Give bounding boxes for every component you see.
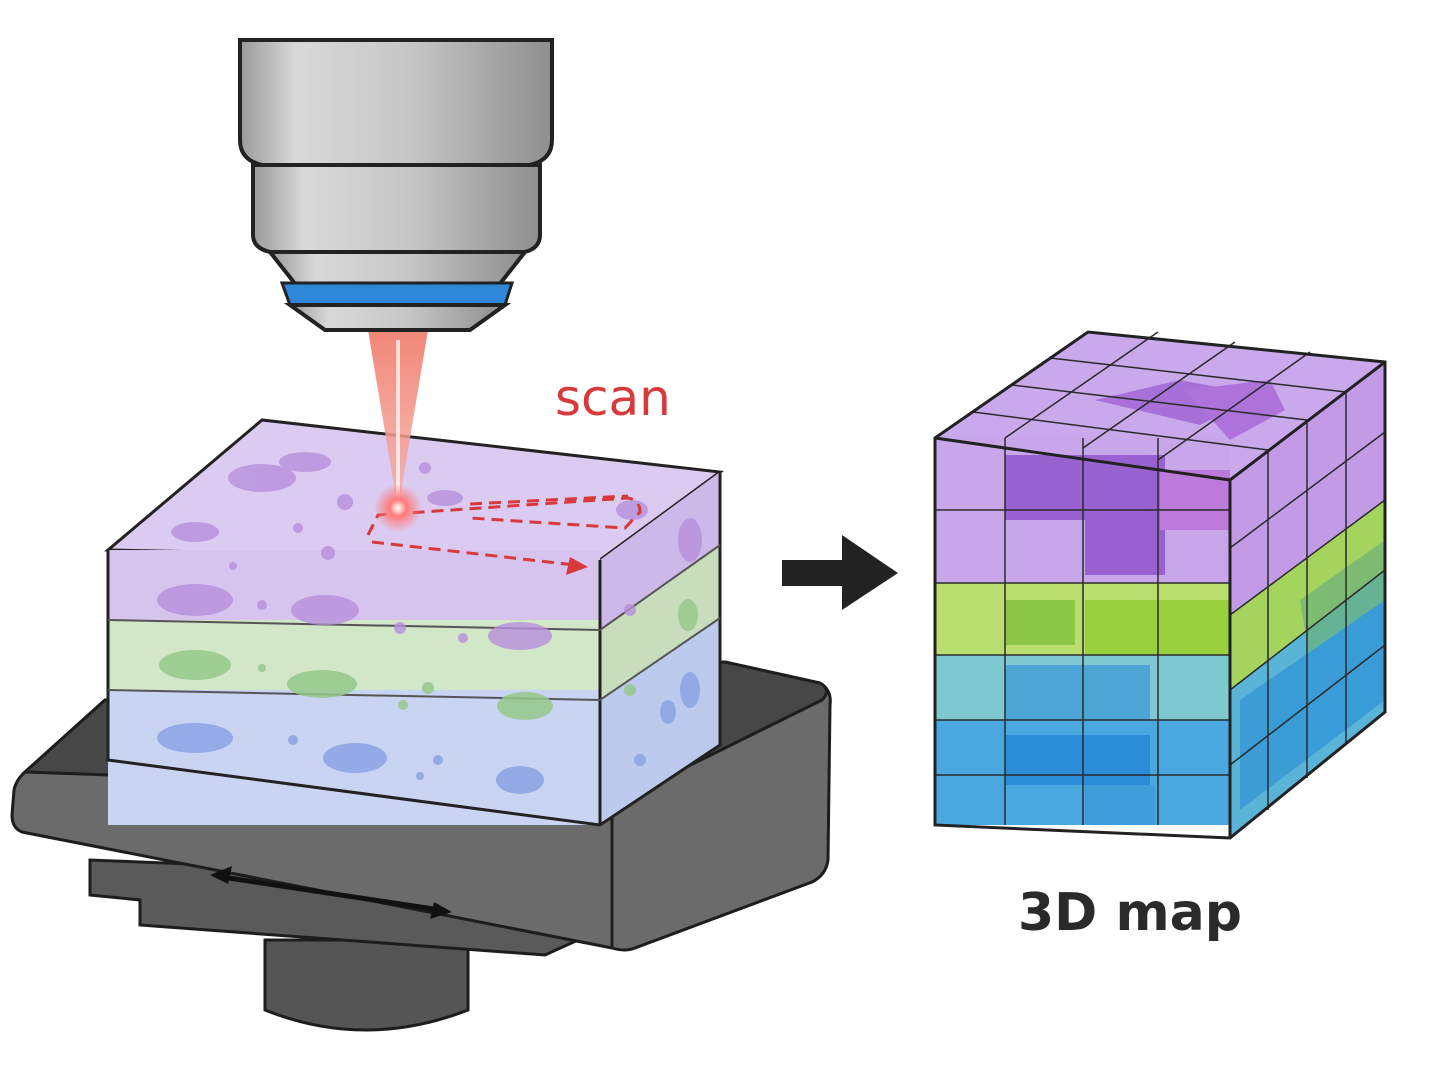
microscope-objective-icon (240, 40, 552, 330)
objective-upper-body (240, 40, 552, 165)
voxel-map-cube (935, 332, 1385, 838)
objective-lower-body (253, 165, 540, 252)
map-label: 3D map (1018, 883, 1242, 943)
right-arrow-icon (782, 535, 898, 610)
objective-front-lens (290, 305, 505, 330)
stage-base-cylinder (265, 940, 468, 1030)
laser-beam-icon (368, 330, 428, 532)
sample-block (108, 420, 720, 825)
objective-blue-ring (282, 283, 512, 305)
scan-label: scan (555, 369, 671, 427)
